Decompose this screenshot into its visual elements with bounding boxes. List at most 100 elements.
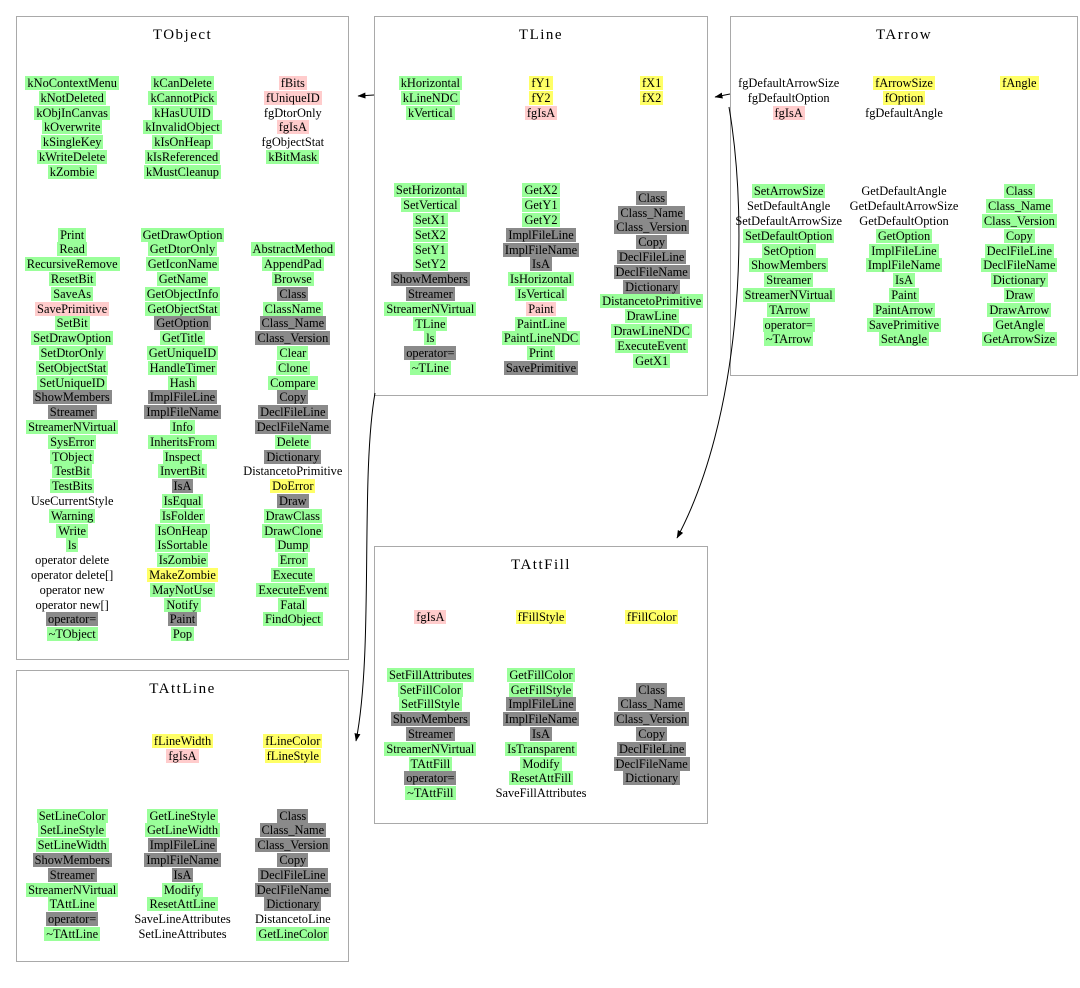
method-operator-delete[interactable]: operator delete: [35, 553, 110, 568]
member-fgdtoronly[interactable]: fgDtorOnly: [263, 105, 322, 120]
method-operator[interactable]: operator=: [46, 912, 99, 927]
method-showmembers[interactable]: ShowMembers: [749, 258, 829, 273]
method-saveas[interactable]: SaveAs: [51, 286, 94, 301]
member-fgisa[interactable]: fgIsA: [414, 610, 447, 624]
method-isa[interactable]: IsA: [171, 479, 194, 494]
method-recursiveremove[interactable]: RecursiveRemove: [24, 257, 120, 272]
member-kobjincanvas[interactable]: kObjInCanvas: [34, 105, 110, 120]
method-class-name[interactable]: Class_Name: [259, 316, 327, 331]
method-isa[interactable]: IsA: [171, 867, 194, 882]
method-classname[interactable]: ClassName: [262, 301, 324, 316]
method-tline[interactable]: TLine: [413, 316, 448, 331]
method-getdefaultarrowsize[interactable]: GetDefaultArrowSize: [849, 199, 959, 214]
method-paintlinendc[interactable]: PaintLineNDC: [501, 331, 581, 346]
method-operator[interactable]: operator=: [762, 317, 815, 332]
member-farrowsize[interactable]: fArrowSize: [873, 76, 935, 90]
method-print[interactable]: Print: [58, 227, 87, 242]
method-paint[interactable]: Paint: [889, 287, 919, 302]
member-kcandelete[interactable]: kCanDelete: [151, 76, 214, 90]
method-draw[interactable]: Draw: [277, 493, 309, 508]
method-savelineattributes[interactable]: SaveLineAttributes: [134, 912, 231, 927]
method-setfillstyle[interactable]: SetFillStyle: [399, 697, 462, 712]
member-flinewidth[interactable]: fLineWidth: [151, 734, 214, 748]
method-setdtoronly[interactable]: SetDtorOnly: [38, 345, 106, 360]
method-implfilename[interactable]: ImplFileName: [502, 712, 580, 727]
method-istransparent[interactable]: IsTransparent: [505, 741, 577, 756]
method-syserror[interactable]: SysError: [48, 434, 97, 449]
member-flinecolor[interactable]: fLineColor: [263, 734, 323, 748]
method-getx1[interactable]: GetX1: [633, 353, 671, 368]
method-gety2[interactable]: GetY2: [522, 212, 560, 227]
method-class-name[interactable]: Class_Name: [259, 823, 327, 838]
method-class-version[interactable]: Class_Version: [614, 712, 690, 727]
method-setangle[interactable]: SetAngle: [878, 332, 930, 347]
method-streamer[interactable]: Streamer: [764, 273, 814, 288]
method-iszombie[interactable]: IsZombie: [156, 553, 209, 568]
method-class-name[interactable]: Class_Name: [618, 697, 685, 712]
method-drawlinendc[interactable]: DrawLineNDC: [611, 323, 692, 338]
member-kmustcleanup[interactable]: kMustCleanup: [144, 164, 221, 179]
method-showmembers[interactable]: ShowMembers: [32, 852, 112, 867]
member-fy2[interactable]: fY2: [529, 90, 553, 105]
method-hash[interactable]: Hash: [167, 375, 198, 390]
method-showmembers[interactable]: ShowMembers: [32, 390, 112, 405]
member-knotdeleted[interactable]: kNotDeleted: [38, 90, 106, 105]
method-streamer[interactable]: Streamer: [47, 867, 97, 882]
method-getlinestyle[interactable]: GetLineStyle: [147, 808, 218, 823]
method-print[interactable]: Print: [526, 346, 556, 361]
method-geticonname[interactable]: GetIconName: [145, 257, 220, 272]
method-handletimer[interactable]: HandleTimer: [147, 360, 218, 375]
method-drawclass[interactable]: DrawClass: [263, 508, 322, 523]
method-declfileline[interactable]: DeclFileLine: [616, 249, 687, 264]
member-kvertical[interactable]: kVertical: [405, 105, 455, 120]
member-fx1[interactable]: fX1: [640, 76, 664, 90]
member-funiqueid[interactable]: fUniqueID: [263, 90, 322, 105]
method-resetattfill[interactable]: ResetAttFill: [508, 771, 574, 786]
member-kzombie[interactable]: kZombie: [47, 164, 97, 179]
method-implfileline[interactable]: ImplFileLine: [869, 243, 939, 258]
method-declfileline[interactable]: DeclFileLine: [984, 243, 1054, 258]
member-fx2[interactable]: fX2: [640, 90, 664, 105]
method-getoption[interactable]: GetOption: [875, 228, 933, 243]
method-operator[interactable]: operator=: [404, 346, 457, 361]
method-setdefaultarrowsize[interactable]: SetDefaultArrowSize: [735, 213, 842, 228]
method-browse[interactable]: Browse: [271, 271, 314, 286]
method-setobjectstat[interactable]: SetObjectStat: [36, 360, 109, 375]
method-ls[interactable]: ls: [424, 331, 437, 346]
method-declfilename[interactable]: DeclFileName: [613, 264, 690, 279]
method-tline[interactable]: ~TLine: [409, 360, 451, 375]
method-setdrawoption[interactable]: SetDrawOption: [31, 331, 114, 346]
method-setlinewidth[interactable]: SetLineWidth: [35, 838, 109, 853]
member-fgdefaultoption[interactable]: fgDefaultOption: [747, 90, 830, 105]
method-testbits[interactable]: TestBits: [49, 479, 95, 494]
method-class[interactable]: Class: [636, 682, 668, 697]
method-ishorizontal[interactable]: IsHorizontal: [508, 272, 574, 287]
method-sethorizontal[interactable]: SetHorizontal: [393, 183, 467, 198]
method-isfolder[interactable]: IsFolder: [159, 508, 206, 523]
class-title-tattline[interactable]: TAttLine: [149, 681, 216, 697]
method-getx2[interactable]: GetX2: [522, 183, 560, 198]
method-streamernvirtual[interactable]: StreamerNVirtual: [26, 882, 119, 897]
member-fgisa[interactable]: fgIsA: [276, 120, 309, 135]
method-setbit[interactable]: SetBit: [54, 316, 90, 331]
method-getuniqueid[interactable]: GetUniqueID: [146, 345, 219, 360]
method-showmembers[interactable]: ShowMembers: [390, 272, 470, 287]
method-class[interactable]: Class: [277, 286, 309, 301]
method-implfileline[interactable]: ImplFileLine: [147, 390, 218, 405]
class-title-tline[interactable]: TLine: [518, 27, 564, 43]
method-saveprimitive[interactable]: SavePrimitive: [503, 360, 579, 375]
method-implfilename[interactable]: ImplFileName: [144, 405, 221, 420]
method-getdefaultangle[interactable]: GetDefaultAngle: [861, 184, 947, 199]
method-setfillattributes[interactable]: SetFillAttributes: [387, 667, 474, 682]
method-getobjectinfo[interactable]: GetObjectInfo: [144, 286, 221, 301]
method-class-name[interactable]: Class_Name: [986, 199, 1053, 214]
method-operator-delete[interactable]: operator delete[]: [31, 567, 114, 582]
method-gettitle[interactable]: GetTitle: [160, 331, 205, 346]
method-tarrow[interactable]: TArrow: [767, 302, 811, 317]
method-isequal[interactable]: IsEqual: [161, 493, 204, 508]
method-dictionary[interactable]: Dictionary: [990, 273, 1048, 288]
method-operator-new[interactable]: operator new: [39, 582, 105, 597]
member-kcannotpick[interactable]: kCannotPick: [148, 90, 217, 105]
member-fy1[interactable]: fY1: [529, 76, 553, 90]
method-delete[interactable]: Delete: [274, 434, 311, 449]
